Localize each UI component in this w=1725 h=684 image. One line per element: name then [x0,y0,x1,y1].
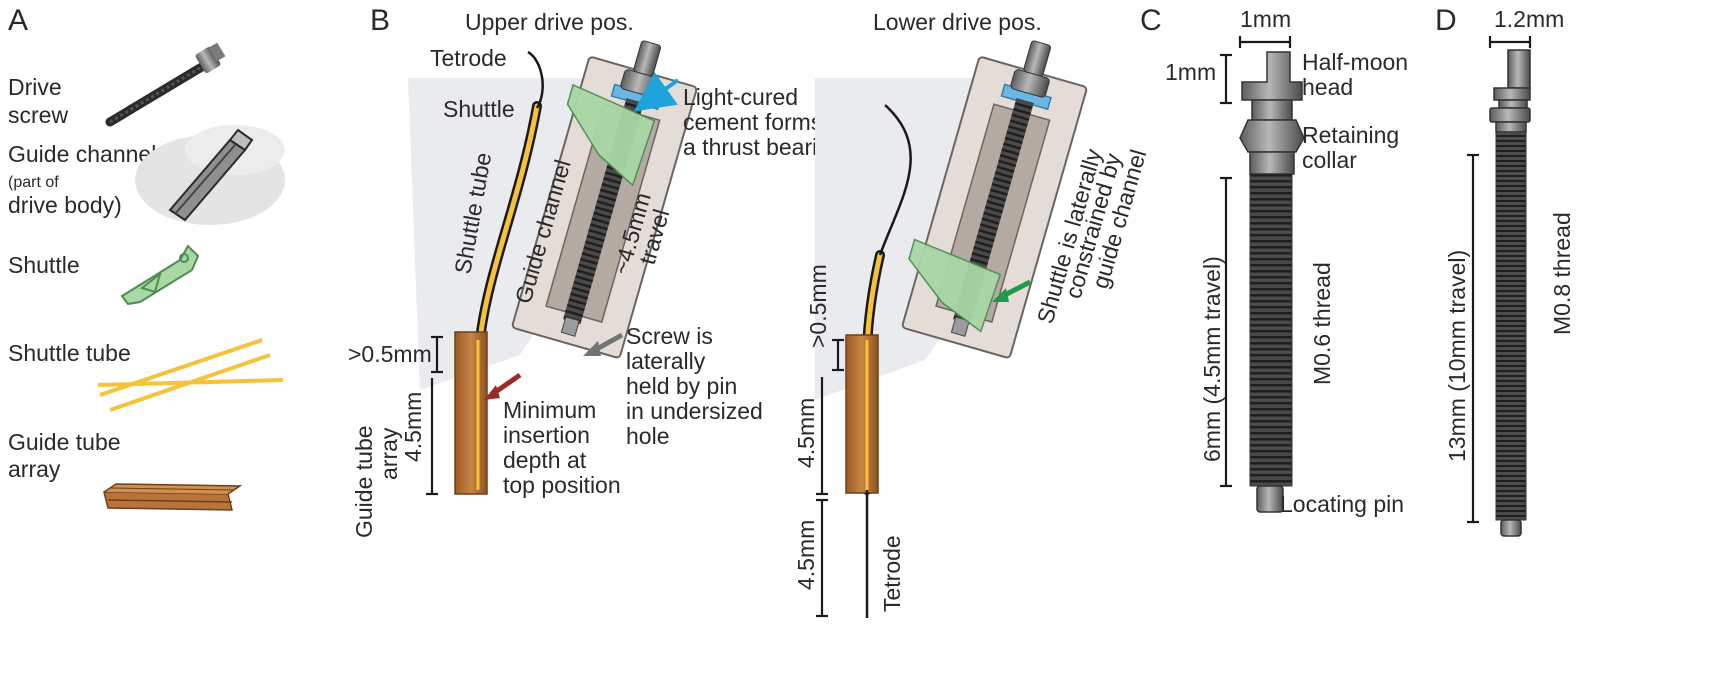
dimension-d-length [1467,153,1479,524]
label-tetrode-bottom: Tetrode [879,535,905,612]
panel-a: A Drive screw Guide channel (part of dri… [8,4,285,511]
dimension-d-width [1488,36,1532,48]
panel-a-letter: A [8,4,28,37]
label-dim-gap-lower: >0.5mm [805,264,831,348]
label-c-pin: Locating pin [1280,491,1404,517]
label-c-head-2: head [1302,74,1353,100]
dimension-c-head [1220,53,1232,105]
label-screw-held-3: held by pin [626,373,737,399]
label-c-width: 1mm [1240,6,1291,32]
label-min-depth-4: top position [503,472,621,498]
panel-c-letter: C [1140,4,1162,37]
screw-d-drawing [1489,49,1531,537]
upper-drive-assembly [408,40,698,495]
guide-tube-array-icon [103,483,243,511]
label-guide-tube-array-b-2: array [376,427,402,480]
label-cement-1: Light-cured [683,84,798,110]
label-c-head-height: 1mm [1165,59,1216,85]
dimension-lower-45b [816,498,828,618]
panel-d: D 1.2mm 13mm (10mm travel) M0.8 thread [1435,4,1575,537]
panel-b: B Upper drive pos. Lower drive pos. Tetr… [348,4,1151,618]
label-drive-screw-1: Drive [8,74,62,100]
label-c-collar-1: Retaining [1302,122,1399,148]
label-drive-screw-2: screw [8,102,68,128]
lower-drive-assembly [815,40,1088,618]
dimension-c-length [1220,176,1232,488]
guide-channel-icon [135,125,285,225]
label-c-head-1: Half-moon [1302,49,1408,75]
arrow-red [484,372,522,400]
dimension-upper-gap [431,335,443,374]
label-screw-held-1: Screw is [626,323,713,349]
arrow-blue [633,72,680,112]
label-dim-gap-upper: >0.5mm [348,341,432,367]
label-shuttle-tube: Shuttle tube [8,340,131,366]
label-shuttle: Shuttle [8,252,80,278]
label-screw-held-2: laterally [626,348,706,374]
panel-d-letter: D [1435,4,1457,37]
label-c-thread: M0.6 thread [1309,262,1335,385]
upper-drive-title: Upper drive pos. [465,9,634,35]
label-guide-tube-array-1: Guide tube [8,429,121,455]
dimension-upper-45 [426,378,438,496]
label-screw-held-4: in undersized [626,398,763,424]
label-min-depth-3: depth at [503,447,587,473]
shuttle-icon [120,244,200,306]
label-dim-lower-45a: 4.5mm [793,398,819,468]
label-min-depth-2: insertion [503,422,590,448]
label-dim-upper-45: 4.5mm [400,392,426,462]
arrow-grey [583,332,624,356]
dimension-lower-gap [832,338,844,372]
shuttle-tube-icon [97,338,284,412]
label-d-length: 13mm (10mm travel) [1444,250,1470,462]
label-c-collar-2: collar [1302,147,1357,173]
label-guide-channel: Guide channel [8,141,156,167]
label-min-depth-1: Minimum [503,397,596,423]
label-cement-2: cement forms [683,109,822,135]
dimension-c-width [1238,36,1292,48]
label-tetrode-top: Tetrode [430,45,507,71]
arrow-green [992,279,1032,302]
label-guide-tube-array-b-1: Guide tube [351,425,377,538]
label-dim-lower-45b: 4.5mm [793,520,819,590]
label-d-width: 1.2mm [1494,6,1564,32]
panel-b-letter: B [370,4,390,37]
screw-c-drawing [1239,51,1305,513]
label-c-length: 6mm (4.5mm travel) [1199,256,1225,462]
label-shuttle-b: Shuttle [443,96,515,122]
lower-drive-title: Lower drive pos. [873,9,1042,35]
label-screw-held-5: hole [626,423,669,449]
drive-screw-icon [105,42,226,127]
label-d-thread: M0.8 thread [1549,212,1575,335]
label-guide-tube-array-2: array [8,456,61,482]
dimension-lower-45a [816,377,828,496]
label-guide-channel-note-1: (part of [8,174,59,191]
panel-c: C 1mm 1mm Half-moon head Retaining colla… [1140,4,1408,517]
label-guide-channel-note-2: drive body) [8,192,122,218]
